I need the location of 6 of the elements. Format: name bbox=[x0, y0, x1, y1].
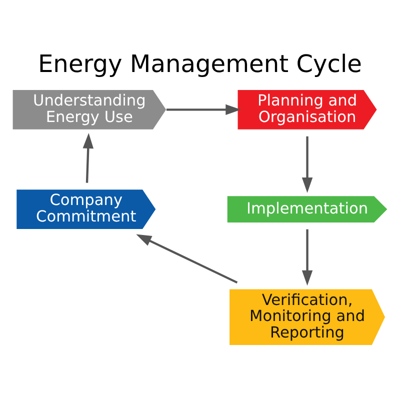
diagram-title: Energy Management Cycle bbox=[38, 50, 362, 78]
arrow bbox=[302, 136, 313, 193]
arrow bbox=[302, 229, 313, 286]
arrow bbox=[136, 234, 238, 284]
arrow bbox=[82, 133, 94, 183]
arrow bbox=[166, 104, 241, 116]
